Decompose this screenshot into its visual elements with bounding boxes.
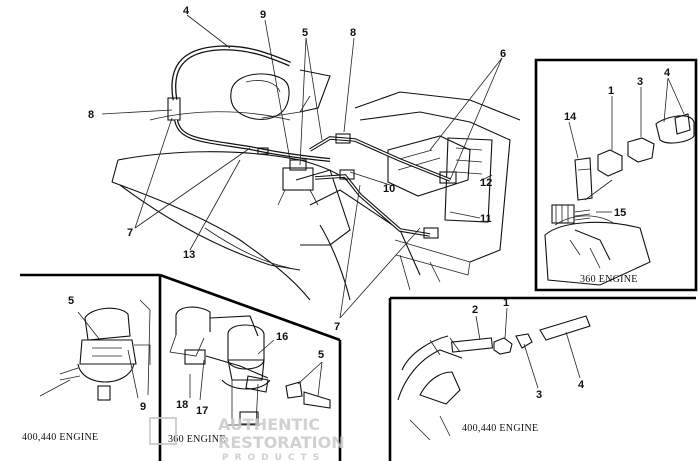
callout-13: 13 [183, 249, 195, 261]
watermark-logo-box [149, 417, 177, 445]
engine-captions: 360 ENGINE 400,440 ENGINE 360 ENGINE 400… [22, 274, 638, 445]
callout-3-tr: 3 [637, 76, 643, 88]
caption-bottom-right: 400,440 ENGINE [462, 423, 538, 434]
inset-bottom-right [397, 307, 591, 441]
callout-2-br: 2 [472, 304, 478, 316]
main-leader-lines [101, 14, 503, 319]
callout-9-bl: 9 [140, 401, 146, 413]
watermark: AUTHENTIC RESTORATION PRODUCTS [149, 415, 345, 461]
callout-5-bm: 5 [318, 349, 324, 361]
callout-labels: 4 9 5 8 6 8 12 10 11 7 13 7 14 1 3 4 15 … [68, 5, 671, 417]
callout-16: 16 [276, 331, 288, 343]
callout-1-tr: 1 [608, 85, 614, 97]
inset-bottom-left [39, 299, 151, 401]
caption-top-right: 360 ENGINE [580, 274, 638, 285]
inset-frames [20, 58, 698, 461]
main-engine-illustration [111, 45, 521, 301]
callout-8-top: 8 [350, 27, 356, 39]
callout-7-bottom: 7 [334, 321, 340, 333]
callout-10: 10 [383, 183, 395, 195]
callout-4-br: 4 [578, 379, 585, 391]
callout-4-hose: 4 [183, 5, 190, 17]
callout-5-bl: 5 [68, 295, 74, 307]
callout-11: 11 [480, 213, 492, 225]
callout-7-left: 7 [127, 227, 133, 239]
callout-12: 12 [480, 177, 492, 189]
watermark-line2: RESTORATION [218, 433, 345, 452]
callout-4-tr: 4 [664, 67, 671, 79]
caption-bottom-middle: 360 ENGINE [168, 434, 226, 445]
watermark-line3: PRODUCTS [222, 453, 325, 461]
callout-1-br: 1 [503, 297, 509, 309]
callout-9-pump: 9 [260, 9, 266, 21]
callout-17: 17 [196, 405, 208, 417]
inset-bottom-middle [169, 306, 331, 426]
caption-bottom-left: 400,440 ENGINE [22, 432, 98, 443]
callout-3-br: 3 [536, 389, 542, 401]
callout-18: 18 [176, 399, 188, 411]
inset-top-right [544, 77, 695, 286]
callout-15: 15 [614, 207, 626, 219]
callout-14: 14 [564, 111, 577, 123]
callout-6: 6 [500, 48, 506, 60]
callout-5-tube: 5 [302, 27, 308, 39]
watermark-line1: AUTHENTIC [218, 415, 320, 434]
callout-8-left: 8 [88, 109, 94, 121]
